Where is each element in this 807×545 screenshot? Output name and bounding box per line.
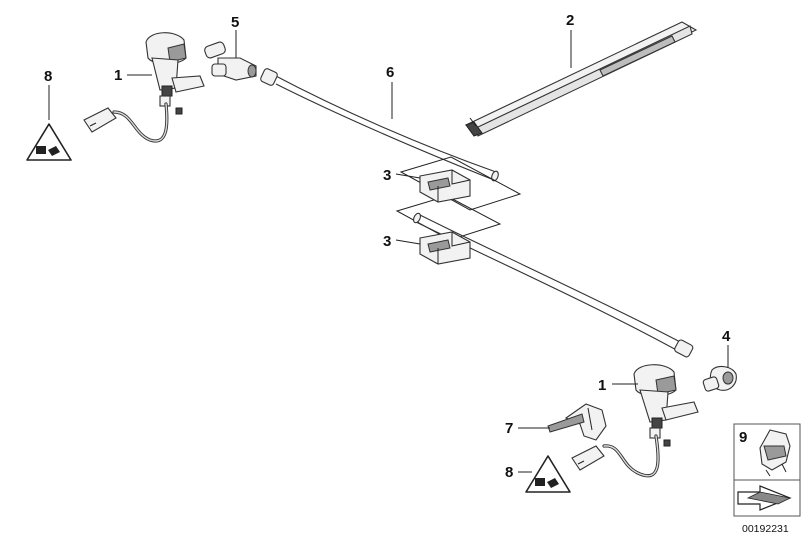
label-warning-left: 8 [44, 68, 52, 85]
clamp [547, 403, 607, 441]
inset-panel [733, 423, 801, 517]
label-warning-right: 8 [505, 464, 513, 481]
reference-number: 00192231 [742, 523, 789, 535]
connector-right [702, 365, 737, 392]
clip-upper [419, 169, 471, 203]
label-nozzle-left: 1 [114, 67, 122, 84]
hose-upper [260, 68, 499, 182]
label-t-connector: 5 [231, 14, 239, 31]
label-clip-upper: 3 [383, 167, 391, 184]
label-hose: 6 [386, 64, 394, 81]
nozzle-upper [145, 32, 205, 107]
warning-triangle-lower [525, 455, 571, 493]
label-nozzle-right: 1 [598, 377, 606, 394]
clip-lower [419, 231, 471, 265]
label-clip-lower: 3 [383, 233, 391, 250]
heater-cable-upper [83, 102, 183, 143]
leader-3b [395, 239, 421, 245]
warning-triangle-upper [26, 123, 72, 161]
heater-cable-lower [571, 434, 671, 478]
t-connector [204, 41, 257, 81]
label-wiper-strip: 2 [566, 12, 574, 29]
nozzle-lower [633, 364, 699, 439]
leader-3a [395, 173, 421, 179]
label-inset: 9 [739, 429, 747, 446]
wiper-strip [464, 21, 698, 137]
label-clamp: 7 [505, 420, 513, 437]
label-connector-right: 4 [722, 328, 731, 345]
